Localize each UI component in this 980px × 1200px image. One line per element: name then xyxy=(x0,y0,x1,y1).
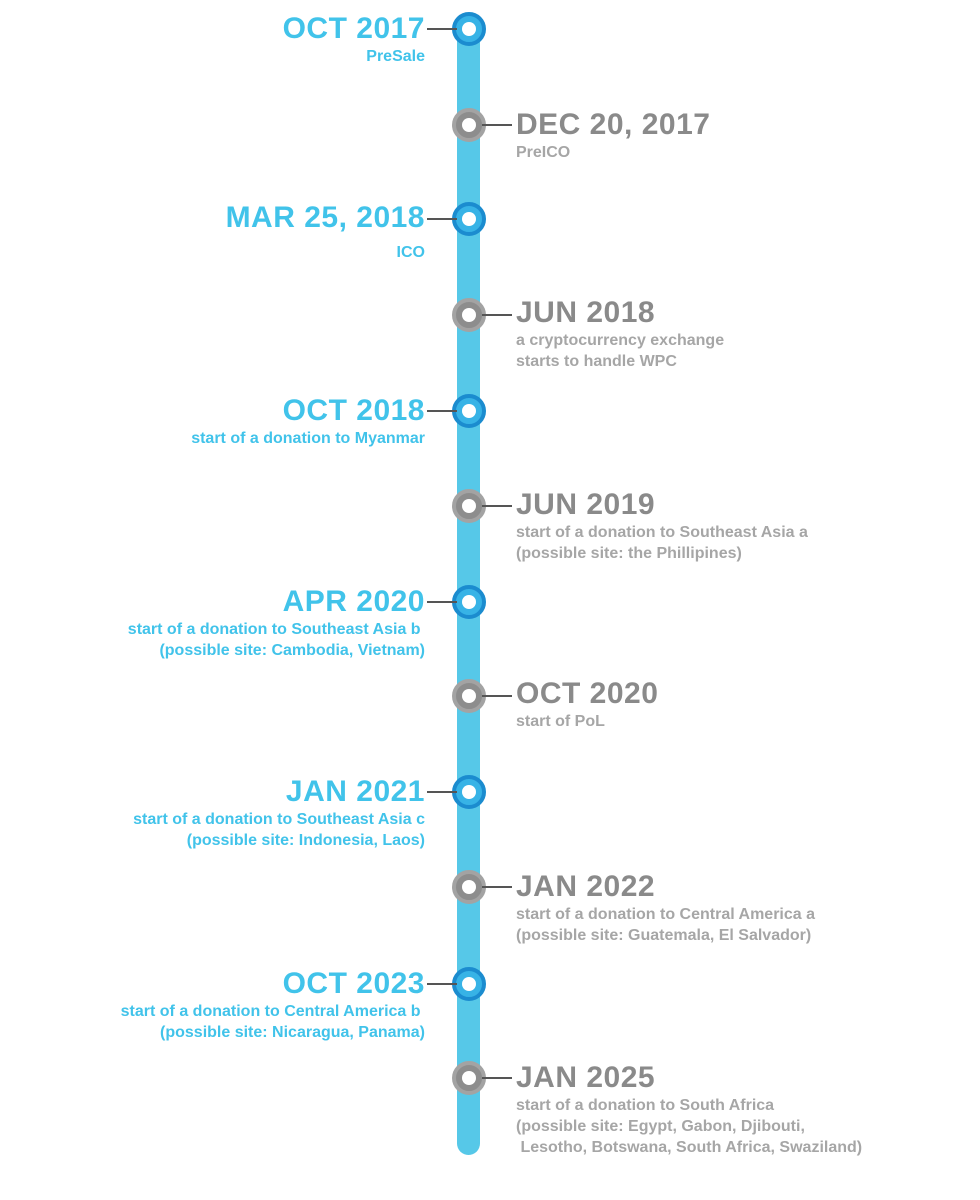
milestone-connector xyxy=(427,791,457,793)
milestone-connector xyxy=(482,314,512,316)
milestone-description: start of a donation to Southeast Asia a … xyxy=(516,524,808,562)
milestone-connector xyxy=(482,1077,512,1079)
milestone-date: OCT 2020 xyxy=(516,677,659,710)
milestone-date: JUN 2019 xyxy=(516,488,656,521)
milestone-date: JAN 2021 xyxy=(285,775,425,808)
milestone-description: start of a donation to South Africa (pos… xyxy=(516,1097,863,1156)
milestone-oct-2017: OCT 2017 PreSale xyxy=(283,13,425,67)
milestone-description: start of a donation to Central America b… xyxy=(120,1003,425,1041)
milestone-marker xyxy=(452,108,486,142)
milestone-jun-2018: JUN 2018 a cryptocurrency exchange start… xyxy=(516,297,724,372)
milestone-date: JAN 2025 xyxy=(516,1061,656,1094)
milestone-marker xyxy=(452,967,486,1001)
milestone-connector xyxy=(427,601,457,603)
milestone-marker xyxy=(452,585,486,619)
milestone-connector xyxy=(427,218,457,220)
milestone-marker xyxy=(452,775,486,809)
milestone-marker xyxy=(452,870,486,904)
milestone-marker xyxy=(452,679,486,713)
milestone-description: start of a donation to Southeast Asia b … xyxy=(127,621,425,659)
milestone-description: PreICO xyxy=(516,144,571,161)
milestone-oct-2018: OCT 2018 start of a donation to Myanmar xyxy=(191,395,425,449)
milestone-dec-20-2017: DEC 20, 2017 PreICO xyxy=(516,109,710,163)
milestone-description: a cryptocurrency exchange starts to hand… xyxy=(516,332,725,370)
milestone-marker xyxy=(452,394,486,428)
milestone-date: OCT 2018 xyxy=(282,394,425,427)
milestone-description: start of a donation to Myanmar xyxy=(191,430,425,447)
milestone-jan-2021: JAN 2021 start of a donation to Southeas… xyxy=(133,776,425,851)
milestone-jan-2025: JAN 2025 start of a donation to South Af… xyxy=(516,1062,862,1158)
milestone-connector xyxy=(427,983,457,985)
milestone-mar-25-2018: MAR 25, 2018 ICO xyxy=(226,202,425,263)
milestone-marker xyxy=(452,1061,486,1095)
milestone-description: ICO xyxy=(396,244,425,261)
milestone-marker xyxy=(452,202,486,236)
milestone-date: DEC 20, 2017 xyxy=(516,108,711,141)
milestone-marker xyxy=(452,12,486,46)
milestone-connector xyxy=(482,695,512,697)
milestone-connector xyxy=(482,505,512,507)
milestone-description: PreSale xyxy=(366,48,425,65)
milestone-marker xyxy=(452,489,486,523)
milestone-marker xyxy=(452,298,486,332)
milestone-jun-2019: JUN 2019 start of a donation to Southeas… xyxy=(516,489,808,564)
milestone-description: start of PoL xyxy=(516,713,605,730)
milestone-date: APR 2020 xyxy=(282,585,425,618)
milestone-date: MAR 25, 2018 xyxy=(225,201,425,234)
milestone-description: start of a donation to Southeast Asia c … xyxy=(133,811,425,849)
milestone-apr-2020: APR 2020 start of a donation to Southeas… xyxy=(128,586,425,661)
milestone-date: OCT 2017 xyxy=(282,12,425,45)
milestone-connector xyxy=(482,886,512,888)
milestone-connector xyxy=(427,410,457,412)
milestone-date: JAN 2022 xyxy=(516,870,656,903)
milestone-connector xyxy=(482,124,512,126)
milestone-description: start of a donation to Central America a… xyxy=(516,906,816,944)
milestone-jan-2022: JAN 2022 start of a donation to Central … xyxy=(516,871,815,946)
milestone-oct-2023: OCT 2023 start of a donation to Central … xyxy=(121,968,425,1043)
milestone-date: JUN 2018 xyxy=(516,296,656,329)
milestone-oct-2020: OCT 2020 start of PoL xyxy=(516,678,658,732)
milestone-connector xyxy=(427,28,457,30)
milestone-date: OCT 2023 xyxy=(282,967,425,1000)
